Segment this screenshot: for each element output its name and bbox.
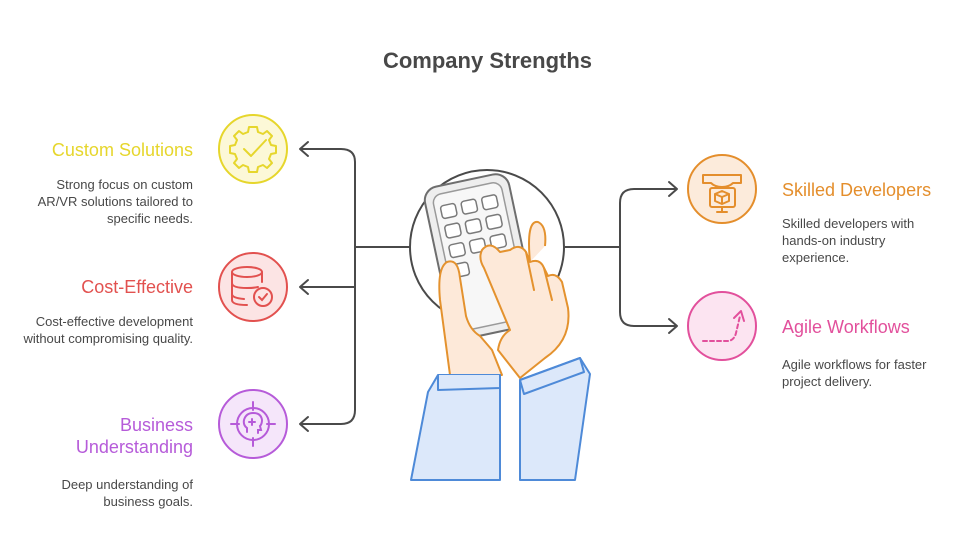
right-arrowheads [668, 181, 678, 334]
vr-cube-icon [687, 154, 757, 224]
agile-workflows-title: Agile Workflows [782, 317, 910, 337]
business-understanding-title: Business Understanding [75, 415, 193, 457]
agile-workflows-description: Agile workflows for faster project deliv… [782, 357, 927, 389]
skilled-developers-title: Skilled Developers [782, 180, 932, 200]
dashed-arrow-icon [687, 291, 757, 361]
page-title: Company Strengths [382, 48, 593, 73]
gear-check-icon [218, 114, 288, 184]
left-arrowheads [299, 141, 309, 432]
left-connectors [300, 148, 410, 425]
custom-solutions-description: Strong focus on custom AR/VR solutions t… [37, 177, 193, 226]
right-connectors [565, 188, 677, 327]
custom-solutions-title: Custom Solutions [51, 140, 193, 160]
cost-effective-description: Cost-effective development without compr… [23, 314, 193, 346]
skilled-developers-description: Skilled developers with hands-on industr… [782, 216, 915, 265]
cost-effective-title: Cost-Effective [81, 277, 193, 297]
business-understanding-description: Deep understanding of business goals. [61, 477, 193, 509]
calculator-hand-illustration [410, 173, 591, 481]
target-head-icon [218, 389, 288, 459]
database-check-icon [218, 252, 288, 322]
